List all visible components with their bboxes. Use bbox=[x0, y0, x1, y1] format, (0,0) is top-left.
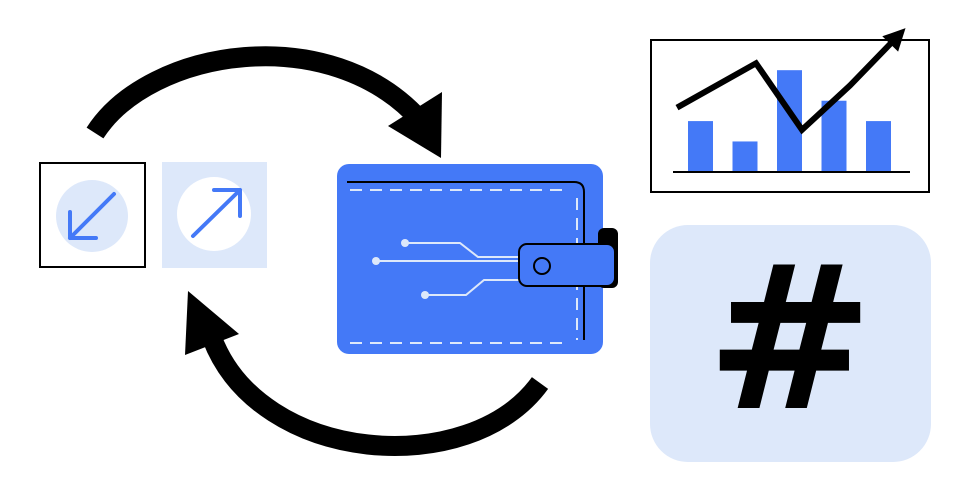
incoming-transfer-badge bbox=[39, 162, 146, 268]
cycle-arrow-top bbox=[86, 46, 428, 139]
wallet-clasp bbox=[518, 243, 616, 287]
circuit-lines bbox=[372, 239, 520, 299]
cycle-arrow-bottom bbox=[202, 334, 549, 456]
cycle-arrows-icon bbox=[86, 46, 549, 456]
hash-badge-bg bbox=[650, 225, 931, 462]
chart-bar-1 bbox=[688, 121, 713, 172]
chart-trend-arrowhead bbox=[882, 28, 906, 52]
arrow-down-left-icon bbox=[68, 192, 116, 240]
chart-trend-line bbox=[675, 39, 896, 135]
growth-chart-icon bbox=[650, 28, 930, 193]
wallet-body bbox=[337, 164, 603, 354]
outgoing-transfer-badge bbox=[162, 162, 267, 268]
chart-bar-4 bbox=[821, 100, 847, 172]
wallet-inner-edge bbox=[347, 181, 585, 340]
wallet-clasp-button bbox=[533, 257, 551, 275]
chart-bar-2 bbox=[732, 141, 758, 172]
arrow-up-right-icon bbox=[191, 188, 242, 238]
cycle-arrowhead-top bbox=[388, 92, 442, 158]
cycle-arrowhead-bottom bbox=[185, 291, 239, 355]
hash-icon: # bbox=[706, 223, 874, 456]
hash-badge: # bbox=[650, 223, 931, 462]
digital-wallet-icon bbox=[337, 164, 618, 354]
chart-bar-5 bbox=[866, 121, 891, 172]
